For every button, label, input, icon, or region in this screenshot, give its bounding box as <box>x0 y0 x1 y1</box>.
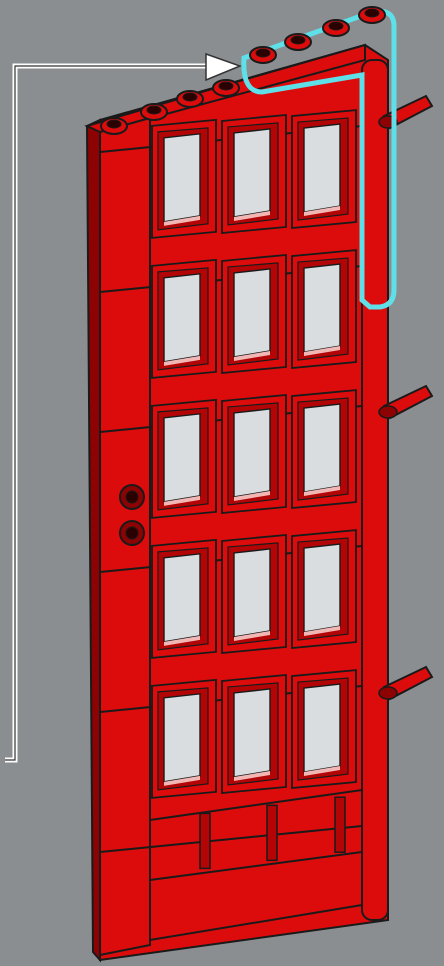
window-cell <box>222 255 286 373</box>
window-cell <box>152 680 216 798</box>
window-cell <box>222 115 286 233</box>
highlight-stud-hole <box>256 49 270 57</box>
window-cell <box>152 260 216 378</box>
window-cell <box>292 670 356 788</box>
window-cell <box>292 250 356 368</box>
window-glass <box>304 124 340 212</box>
window-glass <box>234 549 270 637</box>
top-stud-hole <box>107 120 121 128</box>
hinge-column <box>362 60 388 920</box>
window-glass <box>234 689 270 777</box>
window-glass <box>164 694 200 782</box>
top-stud-hole <box>147 106 161 114</box>
side-stud-hole <box>126 527 138 539</box>
highlight-stud-hole <box>329 22 343 30</box>
window-cell <box>222 395 286 513</box>
window-cell <box>222 675 286 793</box>
hinge-pin-base <box>379 406 397 418</box>
base-pilaster <box>335 797 345 852</box>
window-cell <box>152 400 216 518</box>
window-cell <box>222 535 286 653</box>
window-grid <box>152 110 356 798</box>
window-glass <box>164 414 200 502</box>
window-glass <box>304 264 340 352</box>
hinge-pin-base <box>379 687 397 699</box>
window-cell <box>152 120 216 238</box>
window-cell <box>292 110 356 228</box>
base-pilaster <box>267 805 277 860</box>
window-glass <box>164 554 200 642</box>
window-cell <box>292 390 356 508</box>
window-glass <box>304 544 340 632</box>
window-glass <box>304 404 340 492</box>
door-assembly <box>87 45 432 960</box>
window-glass <box>234 129 270 217</box>
highlight-stud-hole <box>365 9 379 17</box>
window-glass <box>304 684 340 772</box>
side-stud-hole <box>126 491 138 503</box>
window-cell <box>292 530 356 648</box>
base-pilaster <box>200 813 210 868</box>
window-glass <box>164 134 200 222</box>
window-glass <box>234 269 270 357</box>
top-stud-hole <box>219 82 233 90</box>
window-cell <box>152 540 216 658</box>
highlight-stud-hole <box>291 36 305 44</box>
top-stud-hole <box>183 93 197 101</box>
window-glass <box>164 274 200 362</box>
window-glass <box>234 409 270 497</box>
